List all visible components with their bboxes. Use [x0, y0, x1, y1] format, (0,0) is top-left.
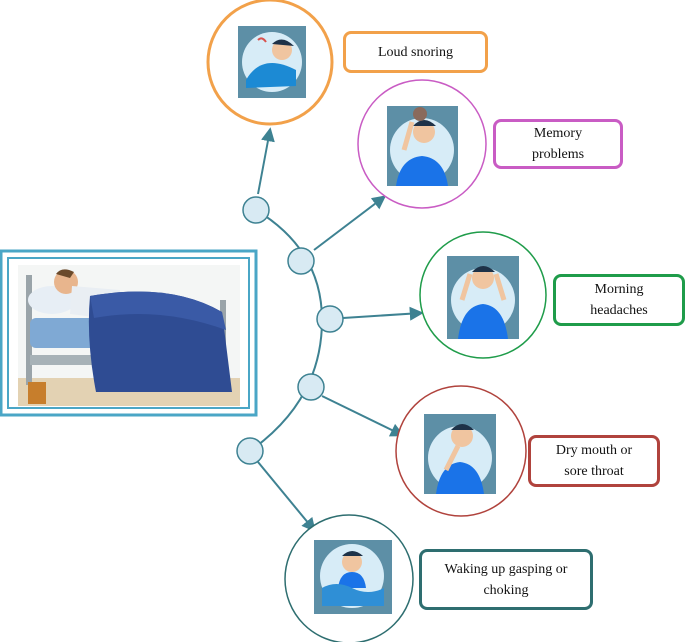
symptom-circle-memory-problems	[357, 79, 487, 209]
symptom-circle-morning-headaches	[419, 231, 547, 359]
label-morning-headaches-text: Morning headaches	[590, 282, 648, 318]
label-morning-headaches: Morning headaches	[553, 274, 685, 326]
label-waking-gasping-text: Waking up gasping or choking	[444, 561, 568, 598]
spine-curve	[249, 209, 324, 452]
node-dry-mouth	[297, 373, 325, 401]
node-waking-gasping	[236, 437, 264, 465]
label-memory-problems: Memory problems	[493, 119, 623, 169]
node-morning-headaches	[316, 305, 344, 333]
label-loud-snoring: Loud snoring	[343, 31, 488, 73]
arrow-memory-problems	[313, 195, 387, 251]
symptom-circle-loud-snoring	[206, 0, 334, 126]
label-dry-mouth: Dry mouth or sore throat	[528, 435, 660, 487]
label-waking-gasping: Waking up gasping or choking	[419, 549, 593, 610]
arrow-morning-headaches	[342, 306, 424, 321]
symptom-circle-waking-gasping	[284, 514, 414, 642]
arrow-waking-gasping	[257, 461, 316, 533]
label-dry-mouth-text: Dry mouth or sore throat	[555, 443, 633, 479]
label-memory-problems-text: Memory problems	[531, 126, 585, 162]
label-loud-snoring-text: Loud snoring	[377, 44, 454, 60]
node-loud-snoring	[242, 196, 270, 224]
symptom-circle-dry-mouth	[395, 385, 527, 517]
central-bed-image	[0, 249, 258, 417]
arrow-dry-mouth	[321, 395, 405, 437]
arrow-loud-snoring	[257, 127, 275, 195]
node-memory-problems	[287, 247, 315, 275]
